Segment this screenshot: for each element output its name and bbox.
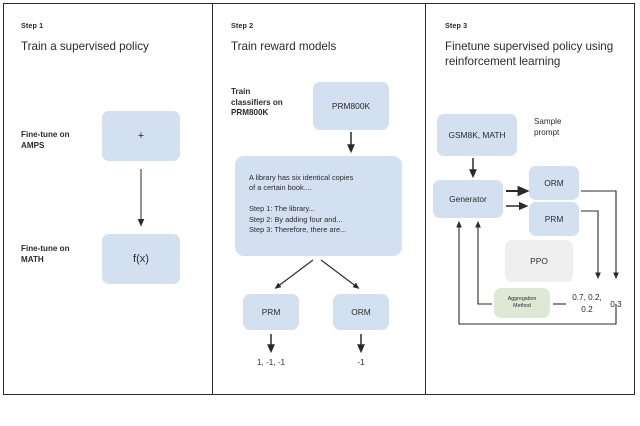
box-prm800k: PRM800K bbox=[313, 82, 389, 130]
panel-step-1: Step 1 Train a supervised policy Fine-tu… bbox=[4, 4, 212, 394]
box-prm: PRM bbox=[243, 294, 299, 330]
box-fx-model: f(x) bbox=[102, 234, 180, 284]
box-datasets: GSM8K, MATH bbox=[437, 114, 517, 156]
step-3-kicker: Step 3 bbox=[445, 21, 468, 30]
box-ppo: PPO bbox=[505, 240, 573, 282]
label-finetune-amps: Fine-tune on AMPS bbox=[21, 130, 70, 150]
step-2-title: Train reward models bbox=[231, 40, 337, 53]
panel-step-3: Step 3 Finetune supervised policy using … bbox=[425, 4, 636, 394]
label-train-classifiers: Train classifiers on PRM800K bbox=[231, 87, 283, 118]
figure-container: Step 1 Train a supervised policy Fine-tu… bbox=[3, 3, 635, 395]
step-3-title: Finetune supervised policy using reinfor… bbox=[445, 40, 614, 68]
box-solution-sample: A library has six identical copies of a … bbox=[235, 156, 402, 256]
step-2-kicker: Step 2 bbox=[231, 21, 254, 30]
box-orm: ORM bbox=[529, 166, 579, 200]
output-prm-scores: 1, -1, -1 bbox=[256, 358, 286, 367]
box-aggregation-method: Aggregation Method bbox=[494, 288, 550, 318]
box-pretrained-plus: + bbox=[102, 111, 180, 161]
step-1-title: Train a supervised policy bbox=[21, 40, 149, 53]
step-1-kicker: Step 1 bbox=[21, 21, 44, 30]
output-orm-score: 0.3 bbox=[610, 300, 622, 309]
output-orm-score: -1 bbox=[357, 358, 365, 367]
label-finetune-math: Fine-tune on MATH bbox=[21, 244, 70, 264]
panel-step-2: Step 2 Train reward models Train classif… bbox=[212, 4, 425, 394]
box-orm: ORM bbox=[333, 294, 389, 330]
box-generator: Generator bbox=[433, 180, 503, 218]
label-sample-prompt: Sample prompt bbox=[534, 117, 562, 137]
panel-1-connectors bbox=[137, 169, 145, 227]
box-prm: PRM bbox=[529, 202, 579, 236]
